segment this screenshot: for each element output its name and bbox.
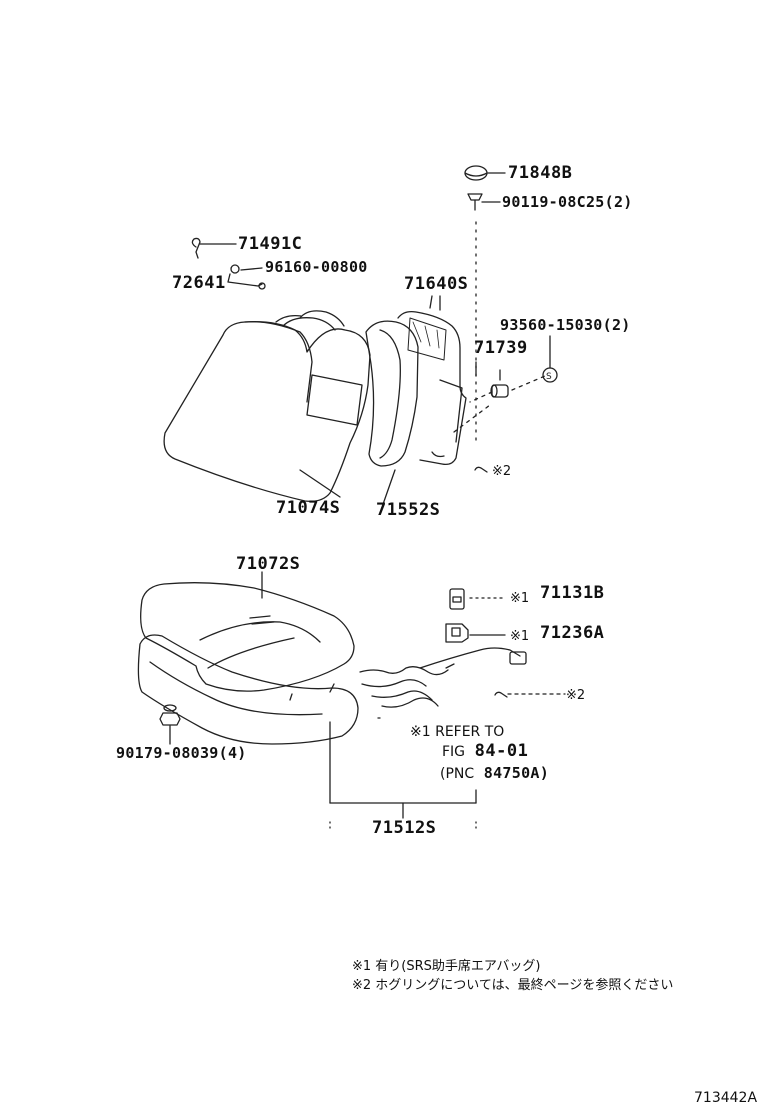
fastener-71739-drawing bbox=[453, 369, 546, 433]
wire-harness-drawing bbox=[359, 647, 527, 708]
clip-71491c-drawing bbox=[191, 237, 237, 259]
reference-fig-prefix: FIG bbox=[442, 744, 466, 760]
hogring-lower-drawing bbox=[494, 691, 566, 698]
seatback-frame-71640s-drawing bbox=[397, 295, 467, 466]
hogring-mark-lower: ※2 bbox=[566, 688, 586, 703]
reference-note-line2[interactable]: FIG 84-01 bbox=[442, 743, 528, 760]
reference-pnc-code: 84750A) bbox=[483, 764, 550, 782]
seat-cushion-cover-71072s-drawing bbox=[140, 571, 355, 692]
reference-note-line1: ※1 REFER TO bbox=[410, 724, 505, 740]
part-label-71236a[interactable]: 71236A bbox=[540, 623, 605, 643]
figure-id: 713442A bbox=[694, 1090, 758, 1106]
part-label-71072s[interactable]: 71072S bbox=[236, 554, 301, 574]
footnote-1: ※1 有り(SRS助手席エアバッグ) bbox=[352, 959, 541, 974]
hogring-upper-drawing bbox=[474, 466, 488, 473]
sensor-71131b-drawing bbox=[449, 588, 506, 610]
part-label-90119-08c25[interactable]: 90119-08C25(2) bbox=[502, 193, 633, 211]
bolt-90119-drawing bbox=[467, 193, 501, 441]
part-label-71131b[interactable]: 71131B bbox=[540, 583, 605, 603]
connector-71236a-drawing bbox=[445, 623, 506, 643]
footnote-2: ※2 ホグリングについては、最終ページを参照ください bbox=[352, 978, 674, 993]
nut-90179-drawing bbox=[159, 704, 181, 745]
part-label-71848b[interactable]: 71848B bbox=[508, 163, 573, 183]
part-label-72641[interactable]: 72641 bbox=[172, 273, 226, 293]
reference-note-line3: (PNC 84750A) bbox=[440, 766, 549, 782]
part-label-71512s[interactable]: 71512S bbox=[372, 818, 437, 838]
part-label-71739[interactable]: 71739 bbox=[474, 338, 528, 358]
svg-text:S: S bbox=[546, 372, 552, 382]
cap-71848b-drawing bbox=[464, 165, 506, 181]
seatback-cover-71074s-drawing bbox=[163, 317, 371, 502]
bracket-96160-drawing bbox=[227, 264, 266, 290]
hogring-mark-upper: ※2 bbox=[492, 464, 512, 479]
part-label-71552s[interactable]: 71552S bbox=[376, 500, 441, 520]
reference-fig-code[interactable]: 84-01 bbox=[474, 741, 529, 761]
airbag-mark-71131b: ※1 bbox=[510, 591, 530, 606]
part-label-96160-00800[interactable]: 96160-00800 bbox=[265, 258, 368, 276]
part-label-90179-08039[interactable]: 90179-08039(4) bbox=[116, 744, 247, 762]
part-label-71640s[interactable]: 71640S bbox=[404, 274, 469, 294]
seatback-pad-71552s-drawing bbox=[275, 310, 419, 511]
part-label-71074s[interactable]: 71074S bbox=[276, 498, 341, 518]
part-label-71491c[interactable]: 71491C bbox=[238, 234, 303, 254]
airbag-mark-71236a: ※1 bbox=[510, 629, 530, 644]
part-label-93560-15030[interactable]: 93560-15030(2) bbox=[500, 316, 631, 334]
nut-93560-drawing: S bbox=[542, 335, 558, 383]
reference-pnc-prefix: (PNC bbox=[440, 766, 475, 782]
